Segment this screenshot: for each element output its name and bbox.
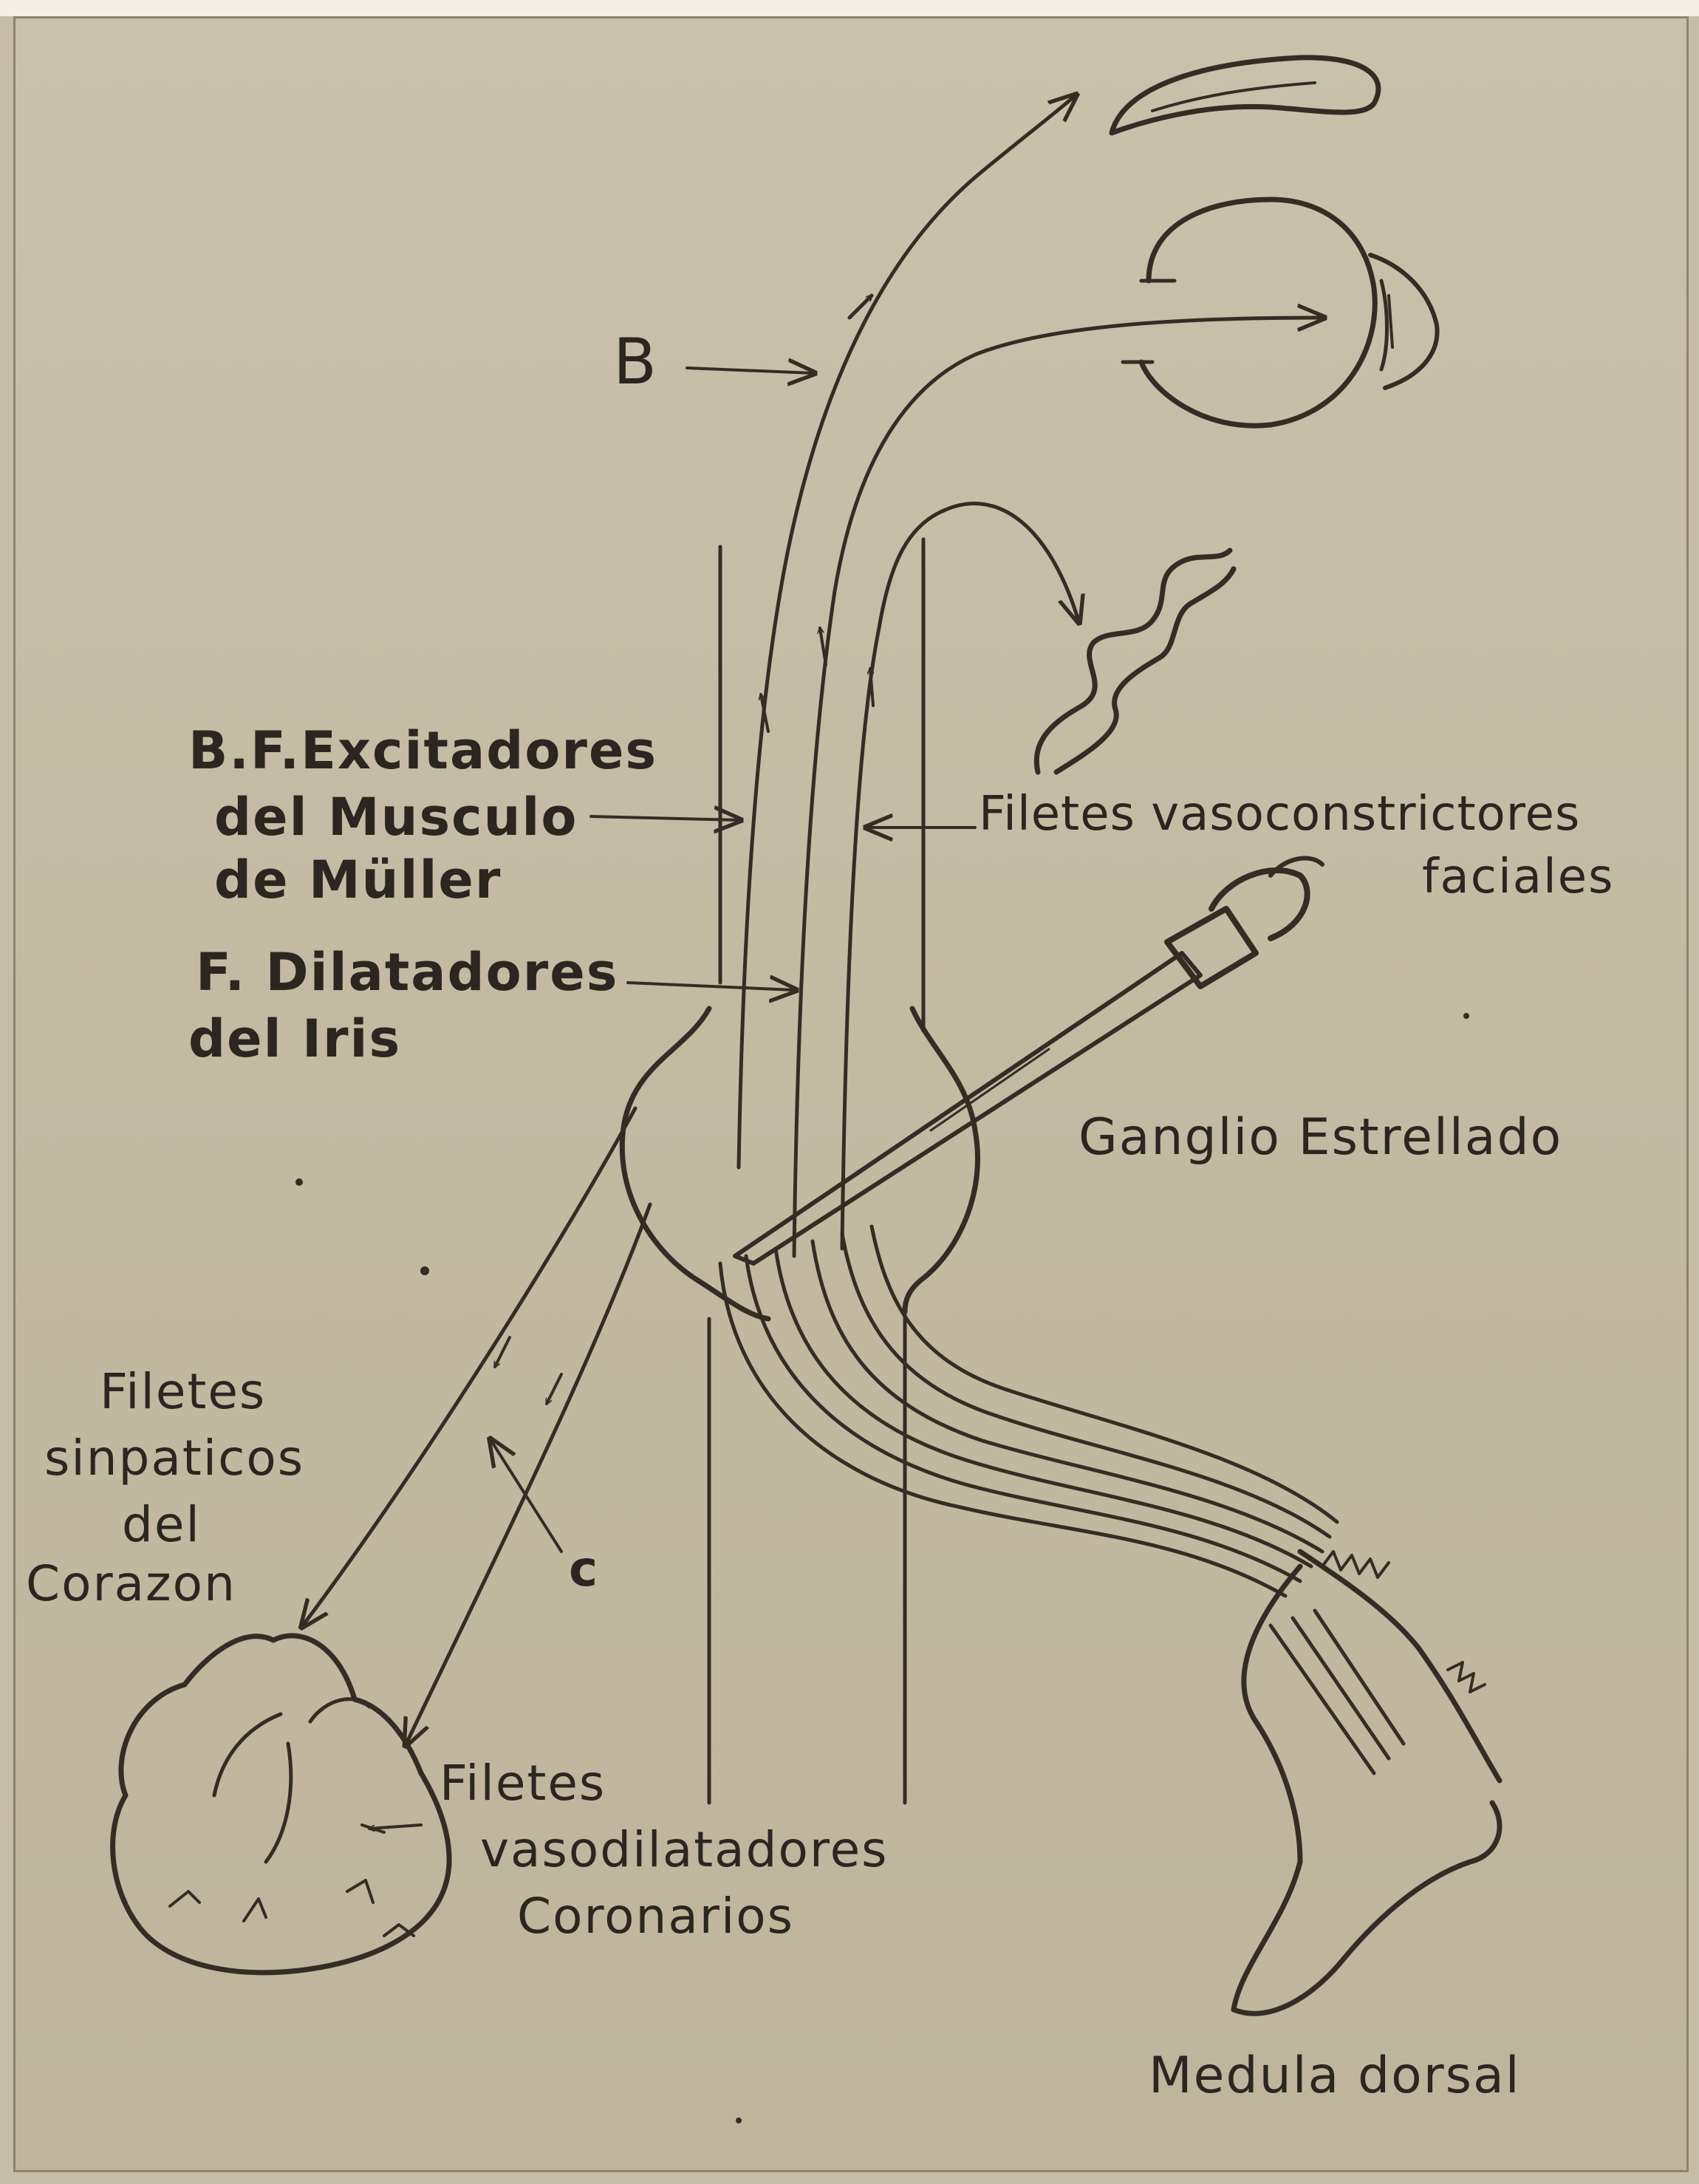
label-ganglio: Ganglio Estrellado (1078, 1108, 1562, 1167)
label-coronarios-1: Filetes (440, 1755, 606, 1812)
label-coronarios-3: Coronarios (517, 1888, 794, 1945)
label-dilatadores-2: del Iris (188, 1009, 401, 1069)
needle (735, 859, 1322, 1263)
label-excitadores-2: del Musculo (214, 787, 578, 847)
label-excitadores-1: B.F.Excitadores (188, 720, 657, 781)
eyebrow-muscle (1112, 58, 1378, 133)
label-coronarios-2: vasodilatadores (480, 1821, 889, 1878)
label-b: B (613, 325, 658, 399)
label-cardiacos-2: sinpaticos (44, 1430, 304, 1487)
spinal-fiber-bundle (720, 1226, 1404, 1773)
label-cardiacos-3: del (122, 1496, 201, 1553)
label-vasoconstrictores-1: Filetes vasoconstrictores (979, 787, 1580, 842)
eye (1123, 199, 1438, 426)
label-excitadores-3: de Müller (214, 850, 502, 910)
label-cardiacos-4: Corazon (26, 1555, 236, 1612)
label-c: c (569, 1540, 599, 1597)
spinal-cord (1234, 1552, 1500, 2013)
label-vasoconstrictores-2: faciales (1422, 850, 1614, 904)
label-medula: Medula dorsal (1149, 2047, 1521, 2105)
label-dilatadores-1: F. Dilatadores (196, 942, 618, 1003)
label-cardiacos-1: Filetes (100, 1363, 266, 1420)
heart (113, 1636, 449, 1973)
